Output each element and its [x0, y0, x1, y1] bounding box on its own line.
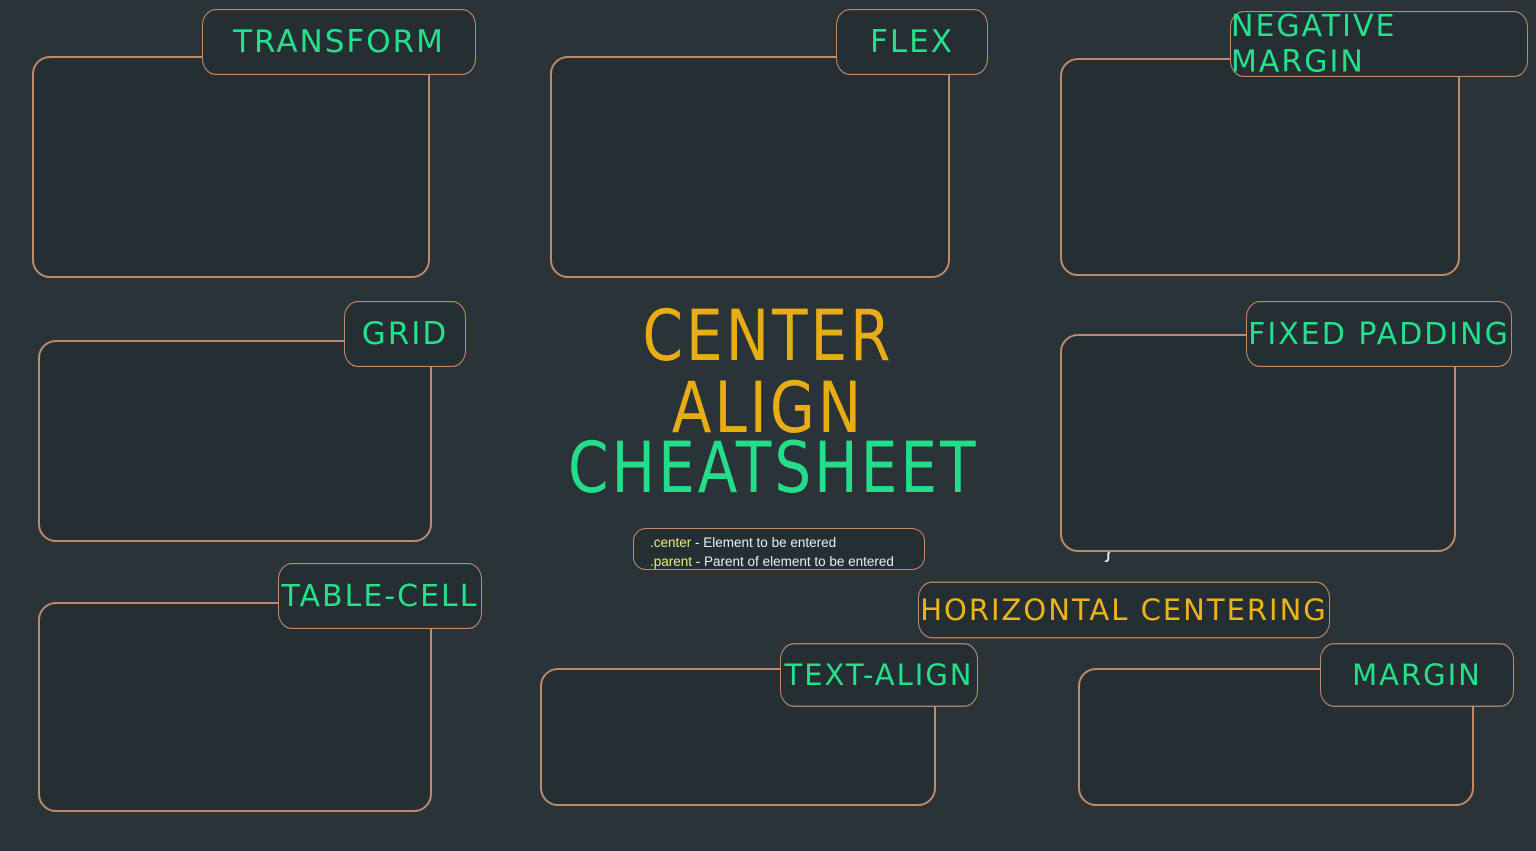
- card-transform: [32, 56, 430, 278]
- badge-margin-label: MARGIN: [1352, 657, 1482, 693]
- legend-box: .center - Element to be entered .parent …: [633, 528, 925, 570]
- card-flex: [550, 56, 950, 278]
- card-grid: [38, 340, 432, 542]
- badge-fixed-padding-label: FIXED PADDING: [1248, 316, 1510, 352]
- legend-row-parent: .parent - Parent of element to be entere…: [650, 552, 924, 571]
- legend-text-center: - Element to be entered: [691, 535, 837, 550]
- badge-text-align-label: TEXT-ALIGN: [784, 657, 974, 693]
- badge-fixed-padding: FIXED PADDING: [1246, 300, 1512, 368]
- badge-table-cell: TABLE-CELL: [278, 562, 482, 630]
- badge-flex: FLEX: [836, 8, 988, 76]
- badge-flex-label: FLEX: [870, 23, 954, 61]
- section-header-label: HORIZONTAL CENTERING: [920, 592, 1328, 628]
- badge-margin: MARGIN: [1320, 643, 1514, 707]
- badge-negative-margin: NEGATIVE MARGIN: [1230, 8, 1528, 80]
- card-fixed-padding: [1060, 334, 1456, 552]
- section-header-horizontal-centering: HORIZONTAL CENTERING: [918, 581, 1330, 639]
- legend-row-center: .center - Element to be entered: [650, 533, 924, 552]
- badge-text-align: TEXT-ALIGN: [780, 643, 978, 707]
- badge-grid: GRID: [344, 300, 466, 368]
- page-title-line-1: CENTER ALIGN: [642, 293, 894, 450]
- card-table-cell: [38, 602, 432, 812]
- page-title-line-2: CHEATSHEET: [568, 426, 979, 510]
- badge-table-cell-label: TABLE-CELL: [281, 578, 479, 614]
- badge-transform-label: TRANSFORM: [233, 23, 445, 61]
- legend-key-center: .center: [650, 535, 692, 550]
- badge-negative-margin-label: NEGATIVE MARGIN: [1231, 8, 1397, 80]
- badge-transform: TRANSFORM: [202, 8, 476, 76]
- legend-text-parent: - Parent of element to be entered: [692, 554, 894, 570]
- badge-grid-label: GRID: [361, 315, 449, 353]
- legend-key-parent: .parent: [650, 554, 693, 570]
- card-negative-margin: [1060, 58, 1460, 276]
